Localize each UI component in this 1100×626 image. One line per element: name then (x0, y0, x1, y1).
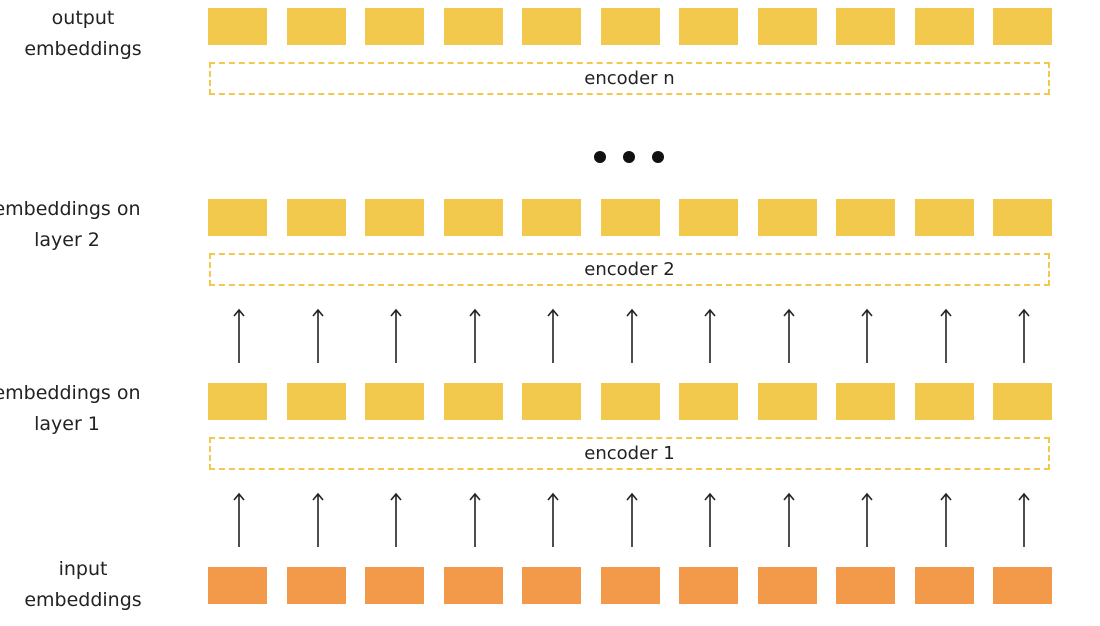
embedding-box (600, 8, 660, 45)
up-arrow-icon (389, 492, 403, 548)
embedding-box (286, 383, 346, 420)
embedding-box (208, 383, 267, 420)
input-embeddings-label: input embeddings (8, 554, 158, 616)
output-embeddings-label: output embeddings (8, 3, 158, 65)
up-arrow-icon (311, 308, 325, 364)
encoder-1: encoder 1 (209, 437, 1050, 470)
embedding-box (993, 199, 1052, 236)
embedding-box (757, 383, 817, 420)
input-embedding-box (365, 567, 424, 604)
embedding-box (679, 199, 738, 236)
layer1-embeddings-row (208, 383, 1052, 420)
input-embedding-box (836, 567, 895, 604)
embedding-box (443, 199, 503, 236)
embedding-box (600, 383, 660, 420)
embedding-box (443, 383, 503, 420)
up-arrow-icon (782, 308, 796, 364)
encoder-2: encoder 2 (209, 253, 1050, 286)
embedding-box (286, 8, 346, 45)
embedding-box (679, 383, 738, 420)
encoder-n: encoder n (209, 62, 1050, 95)
up-arrow-icon (703, 308, 717, 364)
up-arrow-icon (782, 492, 796, 548)
embedding-box (522, 383, 581, 420)
up-arrow-icon (546, 492, 560, 548)
up-arrow-icon (860, 308, 874, 364)
embedding-box (914, 383, 974, 420)
embedding-box (286, 199, 346, 236)
layer2-embeddings-row (208, 199, 1052, 236)
label-line: embeddings on (0, 198, 141, 220)
dot (594, 151, 606, 163)
input-embedding-box (443, 567, 503, 604)
label-line: embeddings (24, 38, 142, 60)
up-arrow-icon (232, 492, 246, 548)
embedding-box (836, 199, 895, 236)
embedding-box (914, 8, 974, 45)
input-embedding-box (914, 567, 974, 604)
input-embedding-box (286, 567, 346, 604)
input-embedding-box (600, 567, 660, 604)
output-embeddings-row (208, 8, 1052, 45)
up-arrow-icon (1017, 492, 1031, 548)
label-line: output (51, 7, 115, 29)
dot (652, 151, 664, 163)
dot (623, 151, 635, 163)
embedding-box (757, 8, 817, 45)
input-embedding-box (757, 567, 817, 604)
label-line: layer 2 (34, 229, 100, 251)
label-line: embeddings on (0, 382, 141, 404)
input-embedding-box (679, 567, 738, 604)
input-embeddings-row (208, 567, 1052, 604)
label-line: layer 1 (34, 413, 100, 435)
up-arrow-icon (389, 308, 403, 364)
embedding-box (914, 199, 974, 236)
up-arrow-icon (468, 308, 482, 364)
up-arrow-icon (468, 492, 482, 548)
embedding-box (208, 8, 267, 45)
embedding-box (522, 199, 581, 236)
up-arrow-icon (625, 492, 639, 548)
embedding-box (443, 8, 503, 45)
up-arrow-icon (546, 308, 560, 364)
ellipsis-dots (594, 151, 681, 163)
embedding-box (836, 8, 895, 45)
encoder-2-label: encoder 2 (584, 259, 675, 280)
input-embedding-box (208, 567, 267, 604)
encoder-n-label: encoder n (584, 68, 675, 89)
embedding-box (365, 383, 424, 420)
embedding-box (993, 8, 1052, 45)
embedding-box (836, 383, 895, 420)
embedding-box (757, 199, 817, 236)
up-arrow-icon (311, 492, 325, 548)
up-arrow-icon (703, 492, 717, 548)
arrows-layer1-to-layer2 (208, 308, 1052, 364)
label-line: input (58, 558, 108, 580)
up-arrow-icon (625, 308, 639, 364)
arrows-input-to-layer1 (208, 492, 1052, 548)
up-arrow-icon (860, 492, 874, 548)
up-arrow-icon (1017, 308, 1031, 364)
input-embedding-box (993, 567, 1052, 604)
layer2-embeddings-label: embeddings on layer 2 (0, 194, 142, 256)
embedding-box (365, 8, 424, 45)
embedding-box (993, 383, 1052, 420)
encoder-1-label: encoder 1 (584, 443, 675, 464)
embedding-box (365, 199, 424, 236)
label-line: embeddings (24, 589, 142, 611)
input-embedding-box (522, 567, 581, 604)
embedding-box (522, 8, 581, 45)
embedding-box (600, 199, 660, 236)
up-arrow-icon (939, 308, 953, 364)
layer1-embeddings-label: embeddings on layer 1 (0, 378, 142, 440)
up-arrow-icon (232, 308, 246, 364)
up-arrow-icon (939, 492, 953, 548)
embedding-box (679, 8, 738, 45)
embedding-box (208, 199, 267, 236)
